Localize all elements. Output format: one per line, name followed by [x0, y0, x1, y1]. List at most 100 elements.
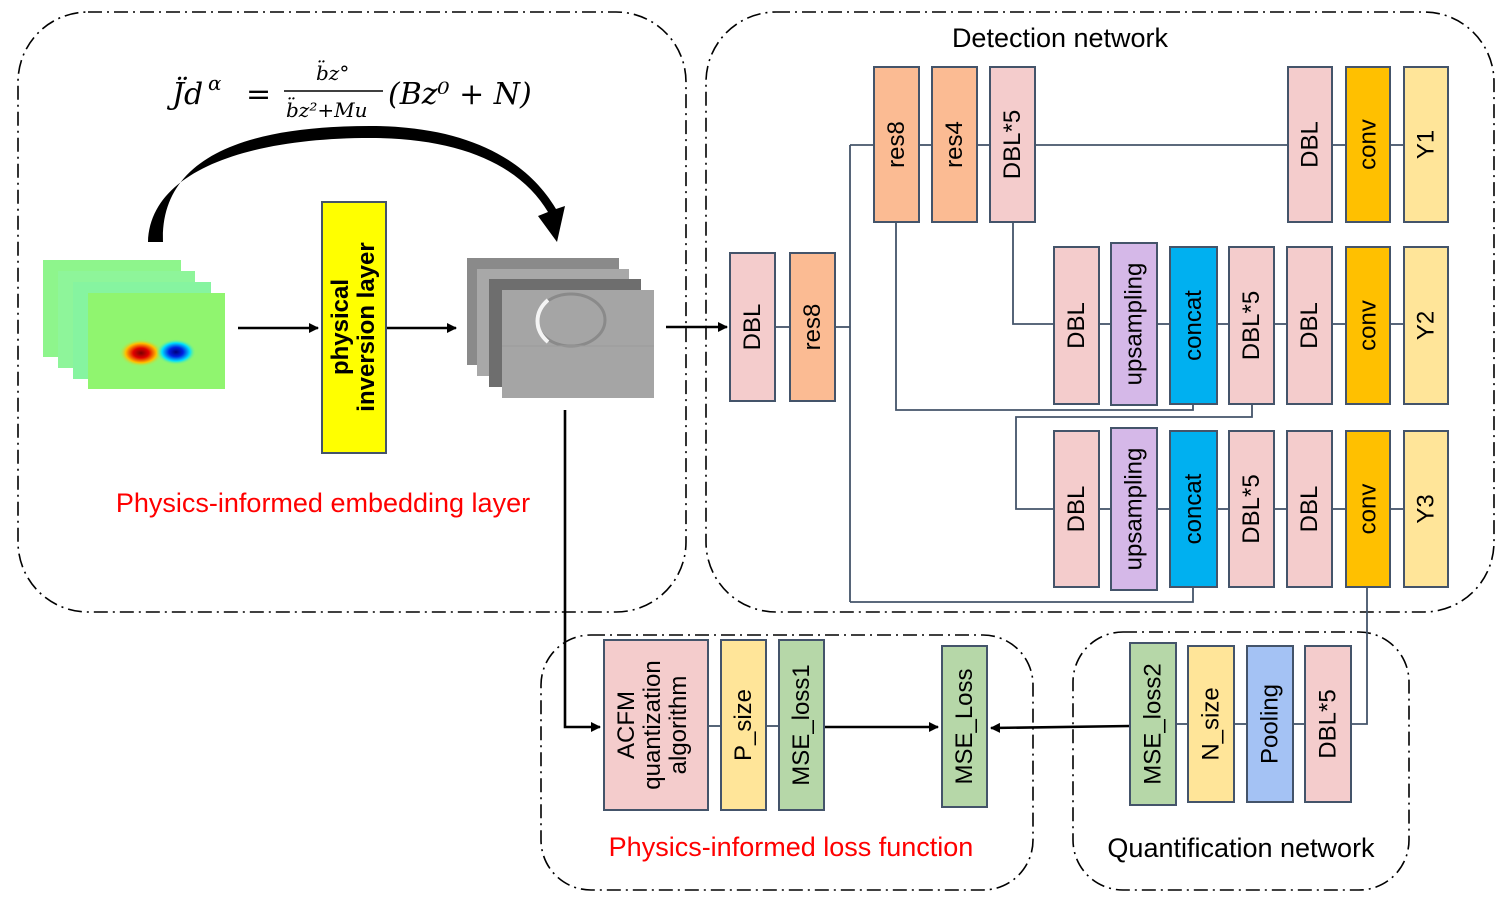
- acfm-quantization-block: ACFM quantization algorithm: [603, 639, 709, 811]
- block-upsampling: upsampling: [1110, 427, 1158, 591]
- acfm-box: [603, 639, 709, 811]
- block-box: [1403, 430, 1449, 588]
- defect-highlight: [535, 298, 550, 344]
- block-label: upsampling: [1121, 448, 1148, 571]
- block-box: [1129, 642, 1177, 806]
- field-map-front: [88, 293, 225, 389]
- block-label: Pooling: [1257, 684, 1284, 764]
- block-conv: conv: [1345, 430, 1391, 588]
- acfm-label-line1: ACFM: [613, 691, 640, 759]
- block-label: conv: [1355, 300, 1382, 351]
- block-box: [1403, 246, 1449, 405]
- block-upsampling: upsampling: [1110, 242, 1158, 406]
- block-label: MSE_Loss: [951, 668, 978, 784]
- block-label: DBL: [1296, 302, 1323, 349]
- detection-network-frame: [705, 11, 1495, 613]
- block-box: [1169, 246, 1218, 405]
- block-label: DBL: [739, 304, 766, 351]
- block-box: [1053, 246, 1100, 405]
- block-dbl: DBL: [1287, 66, 1333, 223]
- block-box: [1403, 66, 1449, 223]
- block-box: [1053, 430, 1100, 588]
- block-box: [1345, 430, 1391, 588]
- block-box: [1169, 430, 1218, 588]
- block-conv: conv: [1345, 246, 1391, 405]
- block-box: [873, 66, 920, 223]
- block-label: upsampling: [1121, 263, 1148, 386]
- block-box: [931, 66, 978, 223]
- loss-wiring: [708, 722, 1131, 733]
- red-anomaly-blob: [119, 339, 163, 367]
- block-dbl: DBL: [1053, 246, 1100, 405]
- block-label: P_size: [730, 689, 757, 761]
- block-box: [1228, 246, 1275, 405]
- block-label: res8: [883, 121, 910, 168]
- block-p-size: P_size: [720, 639, 767, 811]
- embedding-layer-title: Physics-informed embedding layer: [116, 488, 530, 518]
- block-res8: res8: [789, 252, 836, 402]
- block-dbl-5: DBL*5: [1228, 246, 1275, 405]
- physical-inversion-layer: physical inversion layer: [321, 201, 387, 454]
- block-dbl: DBL: [729, 252, 776, 402]
- block-box: [1345, 66, 1391, 223]
- block-label: Y3: [1413, 494, 1440, 523]
- block-concat: concat: [1169, 246, 1218, 405]
- arrow-to-acfm: [563, 410, 601, 732]
- block-box: [989, 66, 1036, 223]
- block-label: MSE_loss2: [1140, 663, 1167, 784]
- quantification-blocks: MSE_loss2 N_size Pooling DBL*5: [1129, 642, 1352, 806]
- block-box: [1286, 430, 1333, 588]
- inversion-label-line2: inversion layer: [353, 242, 380, 411]
- block-box: [1345, 246, 1391, 405]
- block-concat: concat: [1169, 430, 1218, 588]
- block-label: conv: [1355, 119, 1382, 170]
- block-label: concat: [1180, 290, 1207, 361]
- loss-function-frame: [540, 634, 1034, 891]
- block-box: [941, 645, 988, 808]
- block-label: N_size: [1198, 687, 1225, 760]
- block-box: [720, 639, 767, 811]
- block-pooling: Pooling: [1246, 645, 1294, 803]
- detection-network-title: Detection network: [952, 23, 1169, 53]
- block-res8: res8: [873, 66, 920, 223]
- block-label: Y1: [1413, 130, 1440, 159]
- embedding-layer-frame: [17, 11, 687, 613]
- inversion-label-line1: physical: [327, 279, 354, 375]
- block-dbl-5: DBL*5: [989, 66, 1036, 223]
- blue-anomaly-blob: [156, 339, 196, 365]
- block-label: MSE_loss1: [788, 664, 815, 785]
- block-mse-loss1: MSE_loss1: [778, 639, 825, 811]
- block-n-size: N_size: [1187, 645, 1235, 803]
- block-conv: conv: [1345, 66, 1391, 223]
- formula-denominator: b̈z²+Mu: [286, 97, 367, 122]
- acfm-label-line3: algorithm: [665, 676, 692, 775]
- block-box: [789, 252, 836, 402]
- arrow-from-quantification: [990, 722, 1131, 733]
- block-dbl: DBL: [1053, 430, 1100, 588]
- block-label: DBL*5: [999, 110, 1026, 179]
- block-box: [1304, 645, 1352, 803]
- block-label: DBL: [1063, 302, 1090, 349]
- block-label: Y2: [1413, 311, 1440, 340]
- block-label: DBL*5: [1315, 689, 1342, 758]
- block-label: DBL*5: [1238, 291, 1265, 360]
- quantification-network-frame: [1072, 631, 1410, 891]
- block-mse-loss: MSE_Loss: [941, 645, 988, 808]
- block-box: [1246, 645, 1294, 803]
- formula-numerator: b̈z°: [316, 60, 349, 85]
- formula-lhs-superscript: α: [208, 71, 222, 95]
- block-box: [729, 252, 776, 402]
- input-field-maps: [43, 260, 225, 389]
- block-dbl-5: DBL*5: [1304, 645, 1352, 803]
- block-dbl-5: DBL*5: [1228, 430, 1275, 588]
- block-y2: Y2: [1403, 246, 1449, 405]
- block-label: conv: [1355, 484, 1382, 535]
- inverted-image-stack: [467, 258, 654, 398]
- block-box: [1286, 246, 1333, 405]
- block-label: concat: [1180, 473, 1207, 544]
- block-mse-loss2: MSE_loss2: [1129, 642, 1177, 806]
- block-label: DBL: [1063, 486, 1090, 533]
